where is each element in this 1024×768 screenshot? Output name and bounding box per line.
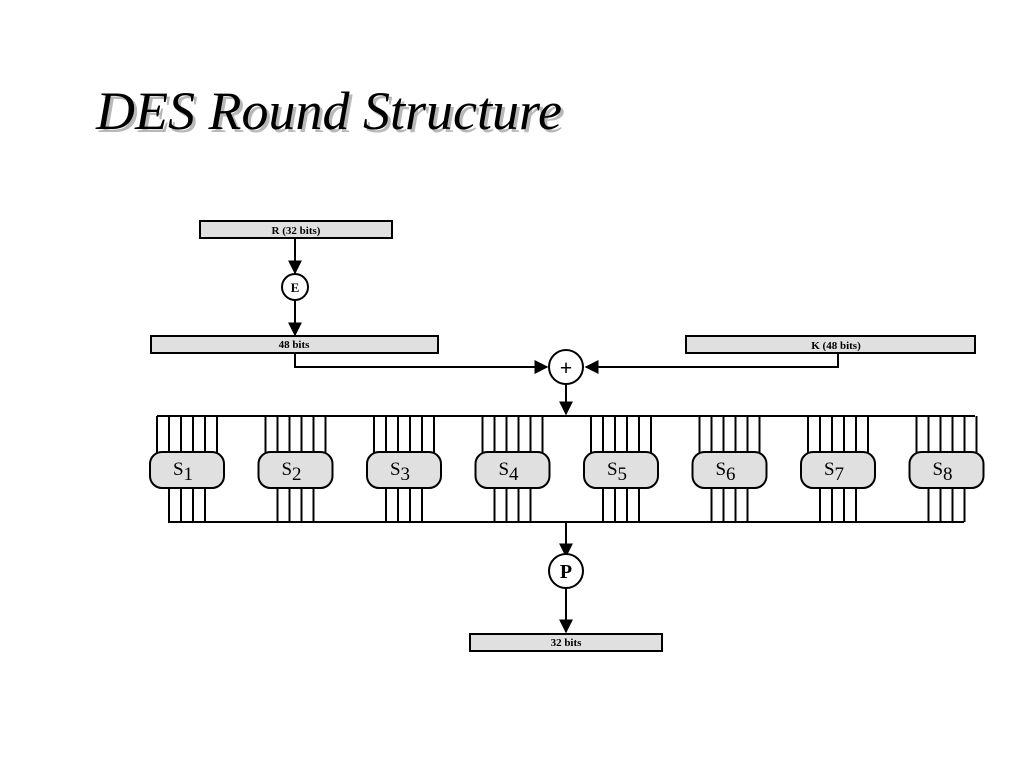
sbox-1: S1 [149, 416, 225, 522]
expansion-label: E [291, 280, 300, 295]
sbox-label: S1 [173, 459, 193, 485]
sbox-index: 5 [618, 464, 628, 485]
sbox-2: S2 [257, 416, 334, 522]
sbox-index: 7 [835, 464, 845, 485]
sbox-index: 3 [401, 464, 411, 485]
sbox-name: S [932, 459, 943, 480]
sbox-body [257, 451, 334, 489]
arrow-48-to-xor [294, 353, 549, 374]
sbox-label: S2 [281, 459, 301, 485]
sbox-label: S3 [390, 459, 410, 485]
sbox-name: S [390, 459, 401, 480]
sbox-label: S7 [824, 459, 844, 485]
expanded-box: 48 bits [150, 335, 439, 354]
sbox-label: S8 [932, 459, 952, 485]
sbox-name: S [281, 459, 292, 480]
sbox-name: S [607, 459, 618, 480]
xor-label: + [560, 355, 573, 380]
sbox-body [149, 451, 225, 489]
sbox-4: S4 [474, 416, 551, 522]
sbox-8: S8 [908, 416, 985, 522]
output-label: 32 bits [551, 637, 583, 649]
permutation-label: P [560, 561, 572, 583]
sbox-name: S [715, 459, 726, 480]
sbox-index: 6 [726, 464, 736, 485]
sbox-body [474, 451, 551, 489]
expanded-label: 48 bits [279, 339, 311, 351]
output-box: 32 bits [469, 633, 663, 652]
slide-title: DES Round Structure [96, 81, 562, 141]
sbox-label: S6 [715, 459, 735, 485]
sbox-index: 4 [509, 464, 519, 485]
sbox-label: S4 [498, 459, 519, 485]
sbox-body [800, 451, 876, 489]
permutation-node: P [548, 553, 584, 589]
sbox-body [366, 451, 442, 489]
arrow-key-to-xor [584, 353, 839, 374]
sbox-label: S5 [607, 459, 627, 485]
sbox-6: S6 [691, 416, 768, 522]
xor-node: + [548, 349, 584, 385]
sbox-7: S7 [800, 416, 876, 522]
key-box: K (48 bits) [685, 335, 976, 354]
sbox-3: S3 [366, 416, 442, 522]
sbox-index: 8 [943, 464, 953, 485]
input-r-box: R (32 bits) [199, 220, 393, 239]
sbox-5: S5 [583, 416, 659, 522]
sbox-body [691, 451, 768, 489]
sbox-name: S [498, 459, 509, 480]
sbox-name: S [173, 459, 184, 480]
sbox-name: S [824, 459, 835, 480]
sbox-body [908, 451, 985, 489]
sbox-index: 2 [292, 464, 302, 485]
sbox-body [583, 451, 659, 489]
sbox-index: 1 [184, 464, 194, 485]
expansion-node: E [281, 273, 309, 301]
input-r-label: R (32 bits) [272, 225, 321, 237]
key-label: K (48 bits) [811, 340, 861, 352]
